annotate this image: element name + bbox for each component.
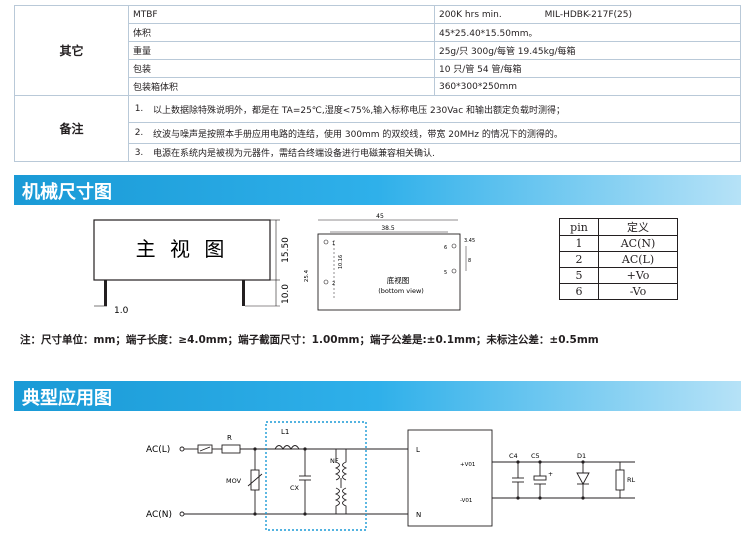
- pin-definition: AC(N): [598, 235, 678, 252]
- label-c5: C5: [531, 452, 540, 460]
- label-module-l: L: [416, 446, 420, 454]
- dim-45: 45: [376, 213, 384, 220]
- front-view-drawing: 主 视 图 15.50 10.0 1.0: [93, 219, 291, 316]
- pin-number: 1: [559, 235, 599, 252]
- label-module-n: N: [416, 511, 421, 519]
- label-rl: RL: [627, 476, 636, 484]
- table-row: pin 定义: [559, 218, 678, 236]
- group-label-notes: 备注: [14, 95, 129, 162]
- row-value: 25g/只 300g/每管 19.45kg/每箱: [433, 41, 742, 60]
- mtbf-standard: MIL-HDBK-217F(25): [544, 9, 633, 20]
- pin-definition: AC(L): [598, 251, 678, 268]
- bottom-view-subtitle: (bottom view): [378, 287, 424, 295]
- label-d1: D1: [577, 452, 586, 460]
- note-text: 以上数据除特殊说明外，都是在 TA=25℃,湿度<75%,输入标称电压 230V…: [149, 95, 741, 123]
- section-header-application: 典型应用图: [14, 381, 741, 411]
- table-row: 包装箱体积 360*300*250mm: [15, 77, 742, 96]
- note-text: 电源在系统内是被视为元器件，需结合终端设备进行电磁兼容相关确认.: [149, 143, 741, 162]
- dimension-note: 注：尺寸单位：mm；端子长度：≥4.0mm；端子截面尺寸：1.00mm；端子公差…: [20, 334, 599, 346]
- row-value: 10 只/管 54 管/每箱: [433, 59, 742, 78]
- pin-header: pin: [559, 218, 599, 236]
- bottom-view-drawing: 45 38.5 1 2 6 5 25.4 10.16 3.45 8 底视图 (b…: [304, 213, 475, 311]
- pin-definition: +Vo: [598, 267, 678, 284]
- group-label-other: 其它: [14, 5, 129, 96]
- power-module: [407, 429, 493, 527]
- dim-3-45: 3.45: [464, 238, 475, 244]
- row-value: 45*25.40*15.50mm。: [433, 23, 742, 42]
- label-vout-neg: -V01: [460, 498, 472, 504]
- module-body: [93, 219, 271, 281]
- section-title: 典型应用图: [22, 388, 112, 409]
- pin-right: [242, 280, 245, 306]
- pin-left: [104, 280, 107, 306]
- label-mov: MOV: [226, 477, 242, 485]
- table-row: 2 AC(L): [559, 251, 678, 268]
- dim-25-4: 25.4: [304, 269, 310, 282]
- row-name: MTBF: [128, 5, 435, 24]
- label-r: R: [227, 434, 232, 442]
- note-number: 2.: [128, 122, 149, 144]
- row-value: 200K hrs min. MIL-HDBK-217F(25): [433, 5, 742, 24]
- pin-label: 6: [444, 245, 447, 251]
- resistor-r: [221, 444, 241, 454]
- def-header: 定义: [598, 218, 678, 236]
- table-row: 5 +Vo: [559, 267, 678, 284]
- table-row: 备注 1. 以上数据除特殊说明外，都是在 TA=25℃,湿度<75%,输入标称电…: [14, 95, 741, 162]
- pin-hole-2: [323, 279, 329, 285]
- pin-hole-6: [451, 243, 457, 249]
- bottom-view-title: 底视图: [387, 275, 410, 285]
- application-circuit: AC(L) AC(N) R MOV L1 CX NF L N +V01 -V01…: [146, 421, 636, 531]
- section-title: 机械尺寸图: [22, 182, 112, 203]
- label-l1: L1: [281, 428, 289, 436]
- pin-hole-1: [323, 239, 329, 245]
- table-row: 6 -Vo: [559, 283, 678, 300]
- pin-label: 2: [332, 281, 335, 287]
- table-row: 1 AC(N): [559, 235, 678, 252]
- row-value: 360*300*250mm: [433, 77, 742, 96]
- load-resistor: [615, 469, 625, 491]
- pin-number: 2: [559, 251, 599, 268]
- label-ac-l: AC(L): [146, 445, 170, 455]
- row-name: 包装箱体积: [128, 77, 435, 96]
- dim-38-5: 38.5: [381, 225, 395, 232]
- front-view-label: 主 视 图: [136, 237, 229, 261]
- row-name: 包装: [128, 59, 435, 78]
- row-name: 重量: [128, 41, 435, 60]
- note-number: 3.: [128, 143, 149, 162]
- label-c4: C4: [509, 452, 518, 460]
- label-c5-plus: +: [548, 471, 553, 478]
- pin-number: 5: [559, 267, 599, 284]
- pin-table: pin 定义 1 AC(N) 2 AC(L) 5 +Vo 6 -Vo: [559, 218, 678, 300]
- section-header-mechanical: 机械尺寸图: [14, 175, 741, 205]
- pin-definition: -Vo: [598, 283, 678, 300]
- dim-pin-width: 1.0: [114, 306, 129, 316]
- note-number: 1.: [128, 95, 149, 123]
- mtbf-value: 200K hrs min.: [438, 9, 502, 20]
- table-row: 体积 45*25.40*15.50mm。: [15, 23, 742, 42]
- dim-height: 15.50: [281, 237, 291, 263]
- pin-number: 6: [559, 283, 599, 300]
- label-cx: CX: [290, 484, 300, 492]
- table-row: 3. 电源在系统内是被视为元器件，需结合终端设备进行电磁兼容相关确认.: [15, 143, 741, 162]
- label-nf: NF: [330, 457, 339, 465]
- pin-label: 1: [332, 241, 335, 247]
- table-row: 其它 MTBF 200K hrs min. MIL-HDBK-217F(25): [14, 5, 742, 96]
- spec-table: 其它 MTBF 200K hrs min. MIL-HDBK-217F(25) …: [14, 5, 742, 162]
- note-text: 纹波与噪声是按照本手册应用电路的连结，使用 300mm 的双绞线，带宽 20MH…: [149, 122, 741, 144]
- pin-label: 5: [444, 270, 447, 276]
- label-ac-n: AC(N): [146, 510, 172, 520]
- label-vout-pos: +V01: [460, 462, 475, 468]
- dim-10-16: 10.16: [338, 255, 344, 269]
- pin-hole-5: [451, 268, 457, 274]
- dim-8: 8: [468, 258, 471, 264]
- filter-box: [265, 421, 367, 531]
- table-row: 重量 25g/只 300g/每管 19.45kg/每箱: [15, 41, 742, 60]
- dim-pin-len: 10.0: [281, 284, 291, 304]
- row-name: 体积: [128, 23, 435, 42]
- bottom-body: [317, 233, 461, 311]
